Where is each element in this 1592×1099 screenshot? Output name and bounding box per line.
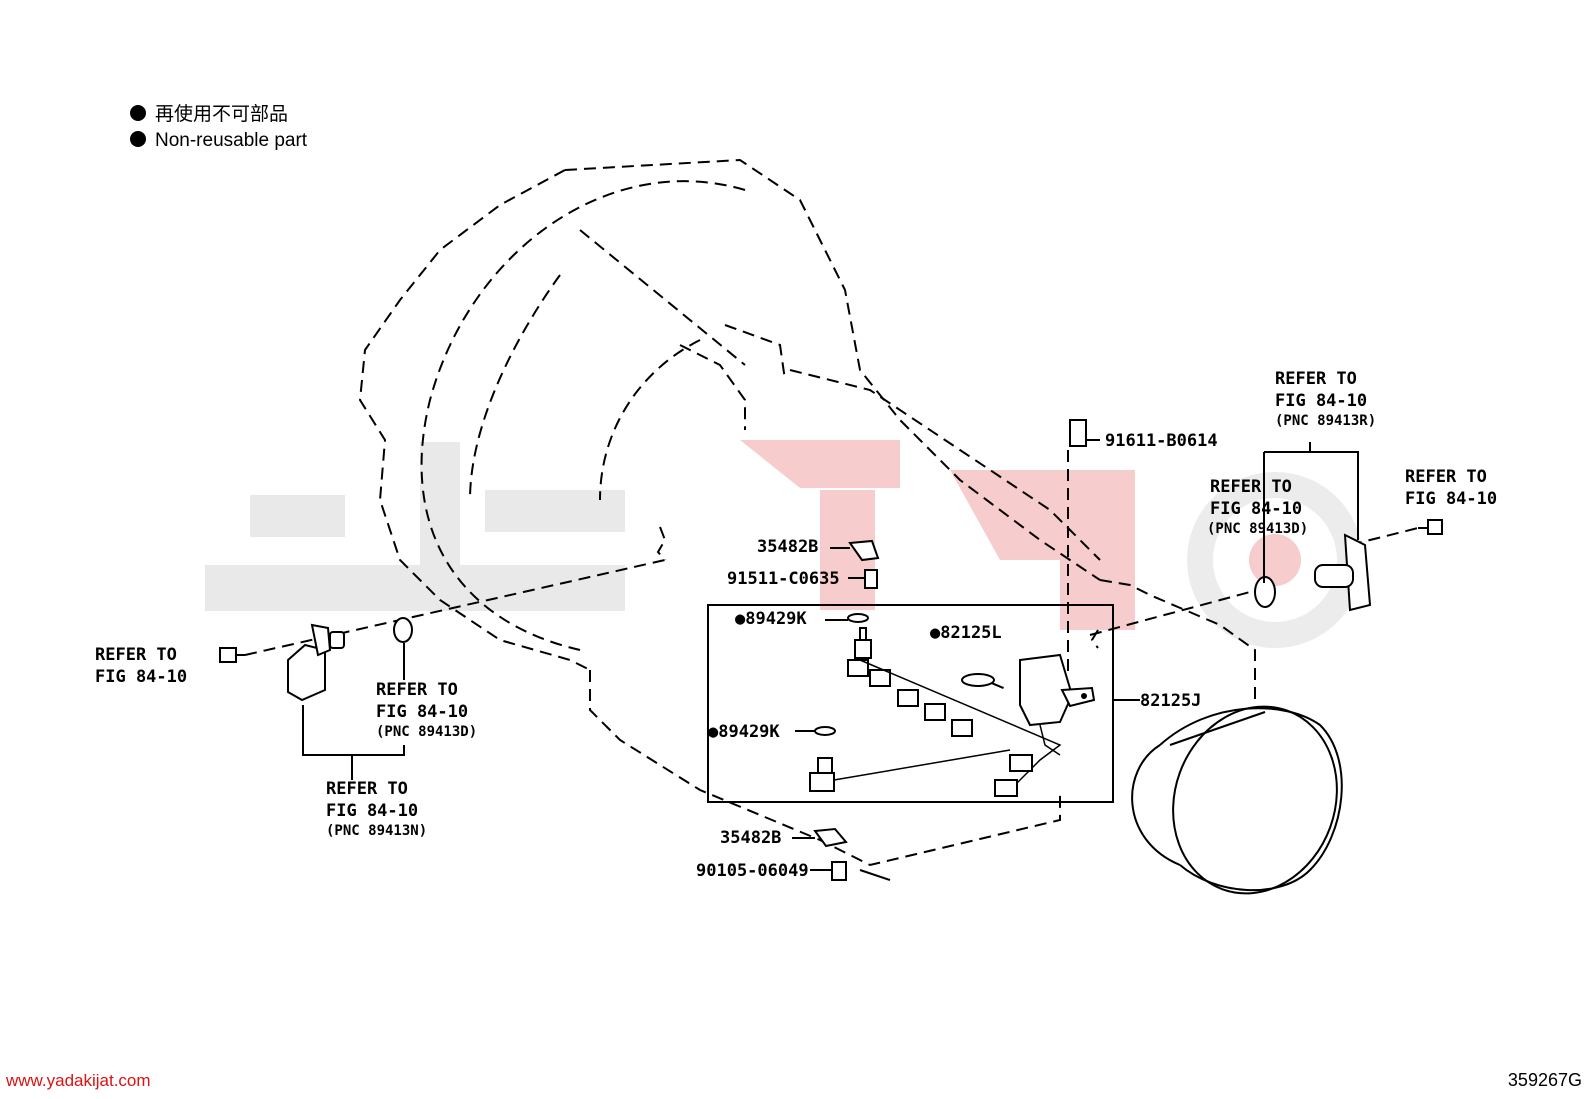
ref-right-oring-line1[interactable]: REFER TO bbox=[1210, 477, 1292, 497]
legend-bullet-icon bbox=[130, 105, 146, 121]
ref-left-oring-line3: (PNC 89413D) bbox=[376, 724, 477, 740]
label-91611-B0614[interactable]: 91611-B0614 bbox=[1105, 431, 1218, 451]
label-90105-06049[interactable]: 90105-06049 bbox=[696, 861, 809, 881]
bolt-icon bbox=[864, 569, 878, 589]
refer-to-labels: REFER TO FIG 84-10 REFER TO FIG 84-10 (P… bbox=[95, 369, 1497, 839]
legend-bullet-icon bbox=[130, 131, 146, 147]
o-ring-icon bbox=[847, 613, 869, 623]
ref-right-oring-line2[interactable]: FIG 84-10 bbox=[1210, 499, 1302, 519]
reference-brackets bbox=[302, 442, 1359, 780]
o-ring-icon bbox=[814, 726, 836, 736]
ref-right-bolt-line2[interactable]: FIG 84-10 bbox=[1405, 489, 1497, 509]
upper-small-parts bbox=[795, 419, 1100, 732]
ref-left-oring-line2[interactable]: FIG 84-10 bbox=[376, 702, 468, 722]
label-89429K-bottom[interactable]: ●89429K bbox=[708, 722, 780, 742]
transmission-housing bbox=[358, 158, 1256, 867]
harness-box bbox=[707, 604, 1114, 803]
ref-right-sensor-line3: (PNC 89413R) bbox=[1275, 413, 1376, 429]
o-ring-icon bbox=[393, 617, 413, 643]
label-89429K-top[interactable]: ●89429K bbox=[735, 609, 807, 629]
ref-left-bolt-line2[interactable]: FIG 84-10 bbox=[95, 667, 187, 687]
bolt-icon bbox=[831, 861, 847, 881]
label-35482B-top[interactable]: 35482B bbox=[757, 537, 818, 557]
ref-left-sensor-line2[interactable]: FIG 84-10 bbox=[326, 801, 418, 821]
legend-jp: 再使用不可部品 bbox=[155, 103, 288, 125]
bolt-icon bbox=[1427, 519, 1443, 535]
label-82125J[interactable]: 82125J bbox=[1140, 691, 1201, 711]
bolt-icon bbox=[1069, 419, 1087, 447]
clamp-icon bbox=[848, 539, 880, 562]
footer-url[interactable]: www.yadakijat.com bbox=[6, 1071, 151, 1090]
right-speed-sensor bbox=[1090, 519, 1443, 649]
watermark-logo bbox=[205, 440, 1363, 648]
bolt-icon bbox=[219, 647, 237, 663]
o-ring-icon bbox=[961, 673, 995, 687]
ref-right-sensor-line1[interactable]: REFER TO bbox=[1275, 369, 1357, 389]
ref-left-sensor-line3: (PNC 89413N) bbox=[326, 823, 427, 839]
output-flange bbox=[1131, 705, 1343, 895]
ref-right-sensor-line2[interactable]: FIG 84-10 bbox=[1275, 391, 1367, 411]
ref-right-oring-line3: (PNC 89413D) bbox=[1207, 521, 1308, 537]
ref-left-sensor-line1[interactable]: REFER TO bbox=[326, 779, 408, 799]
diagram-code: 359267G bbox=[1507, 1070, 1582, 1090]
label-82125L[interactable]: ●82125L bbox=[930, 623, 1002, 643]
ref-left-bolt-line1[interactable]: REFER TO bbox=[95, 645, 177, 665]
part-number-labels: 91611-B0614 35482B 91511-C0635 ●89429K ●… bbox=[696, 431, 1218, 881]
legend-en: Non-reusable part bbox=[155, 130, 308, 151]
ref-left-oring-line1[interactable]: REFER TO bbox=[376, 680, 458, 700]
lower-small-parts bbox=[792, 827, 891, 881]
ref-right-bolt-line1[interactable]: REFER TO bbox=[1405, 467, 1487, 487]
label-35482B-bottom[interactable]: 35482B bbox=[720, 828, 781, 848]
legend: 再使用不可部品 Non-reusable part bbox=[130, 103, 308, 151]
clamp-icon bbox=[813, 827, 848, 848]
left-speed-sensor bbox=[219, 526, 667, 702]
label-91511-C0635[interactable]: 91511-C0635 bbox=[727, 569, 840, 589]
wire-harness-assembly bbox=[707, 604, 1140, 803]
